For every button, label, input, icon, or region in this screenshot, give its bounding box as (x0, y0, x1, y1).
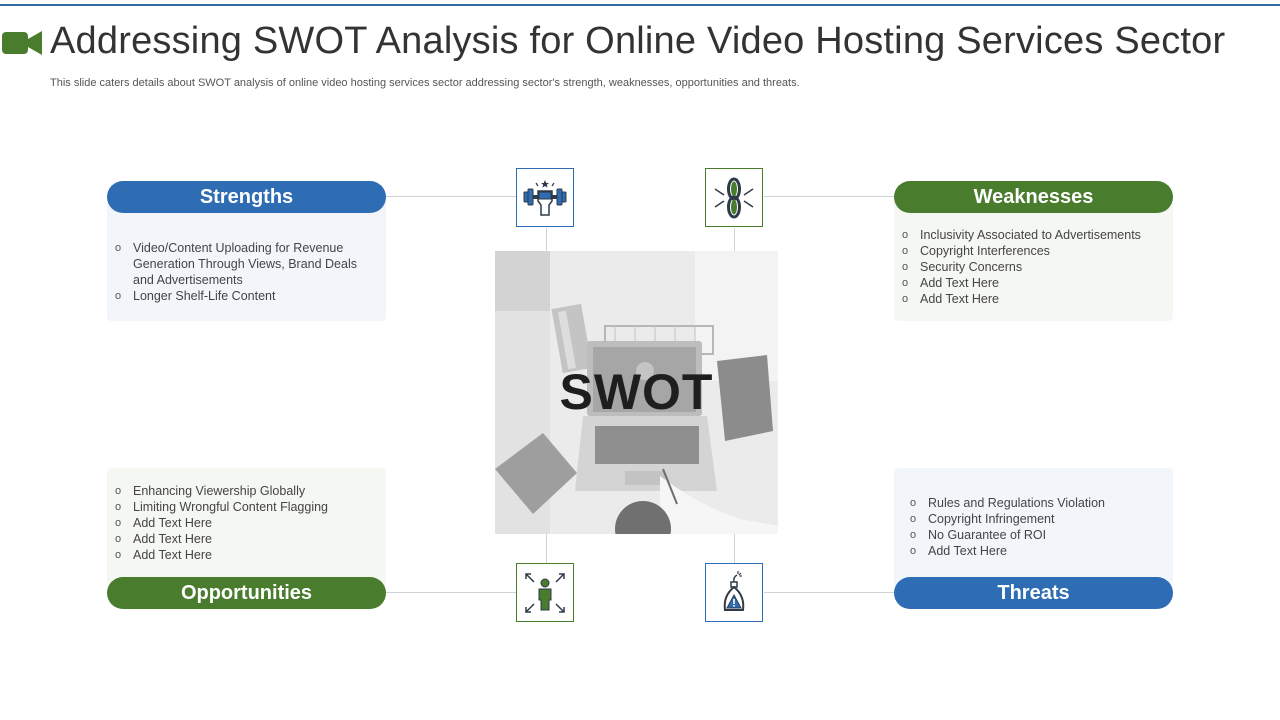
opportunities-item: Limiting Wrongful Content Flagging (107, 499, 386, 515)
threats-icon-box (705, 563, 763, 622)
weaknesses-item: Copyright Interferences (894, 243, 1173, 259)
page-subtitle: This slide caters details about SWOT ana… (50, 77, 800, 89)
opportunities-header: Opportunities (107, 577, 386, 609)
threats-box: Rules and Regulations Violation Copyrigh… (894, 468, 1173, 592)
video-camera-icon (2, 31, 42, 55)
connector-strengths-vertical (546, 228, 547, 251)
person-expand-icon (525, 572, 565, 613)
opportunities-item: Add Text Here (107, 547, 386, 563)
strengths-list: Video/Content Uploading for Revenue Gene… (107, 240, 386, 304)
bomb-icon (723, 570, 745, 611)
weaknesses-item: Inclusivity Associated to Advertisements (894, 227, 1173, 243)
threats-item: Copyright Infringement (902, 511, 1173, 527)
threats-header: Threats (894, 577, 1173, 609)
connector-weaknesses-horizontal (764, 196, 894, 197)
strengths-header: Strengths (107, 181, 386, 213)
strengths-item: Longer Shelf-Life Content (107, 288, 386, 304)
threats-item: Rules and Regulations Violation (902, 495, 1173, 511)
weaknesses-header: Weaknesses (894, 181, 1173, 213)
opportunities-list: Enhancing Viewership Globally Limiting W… (107, 483, 386, 563)
strengths-item: Video/Content Uploading for Revenue Gene… (107, 240, 386, 288)
center-photo: SWOT (495, 251, 778, 534)
weaknesses-item: Add Text Here (894, 275, 1173, 291)
opportunities-icon-box (516, 563, 574, 622)
top-accent-line (0, 4, 1280, 6)
threats-item: Add Text Here (902, 543, 1173, 559)
threats-item: No Guarantee of ROI (902, 527, 1173, 543)
desk-laptop-illustration (495, 251, 778, 534)
strengths-box: Video/Content Uploading for Revenue Gene… (107, 196, 386, 321)
weaknesses-icon-box (705, 168, 763, 227)
opportunities-item: Add Text Here (107, 531, 386, 547)
swot-center-label: SWOT (559, 364, 714, 420)
weaknesses-item: Add Text Here (894, 291, 1173, 307)
dumbbell-fist-icon (523, 179, 567, 216)
connector-opportunities-vertical (546, 534, 547, 563)
connector-threats-vertical (734, 534, 735, 563)
connector-threats-horizontal (764, 592, 894, 593)
weaknesses-list: Inclusivity Associated to Advertisements… (894, 227, 1173, 307)
threats-list: Rules and Regulations Violation Copyrigh… (902, 495, 1173, 559)
weaknesses-item: Security Concerns (894, 259, 1173, 275)
strengths-icon-box (516, 168, 574, 227)
opportunities-item: Enhancing Viewership Globally (107, 483, 386, 499)
connector-weaknesses-vertical (734, 228, 735, 251)
page-title: Addressing SWOT Analysis for Online Vide… (50, 20, 1226, 62)
opportunities-item: Add Text Here (107, 515, 386, 531)
connector-strengths-horizontal (386, 196, 516, 197)
connector-opportunities-horizontal (386, 592, 516, 593)
opportunities-box: Enhancing Viewership Globally Limiting W… (107, 468, 386, 592)
weaknesses-box: Inclusivity Associated to Advertisements… (894, 196, 1173, 321)
broken-chain-icon (714, 177, 754, 218)
